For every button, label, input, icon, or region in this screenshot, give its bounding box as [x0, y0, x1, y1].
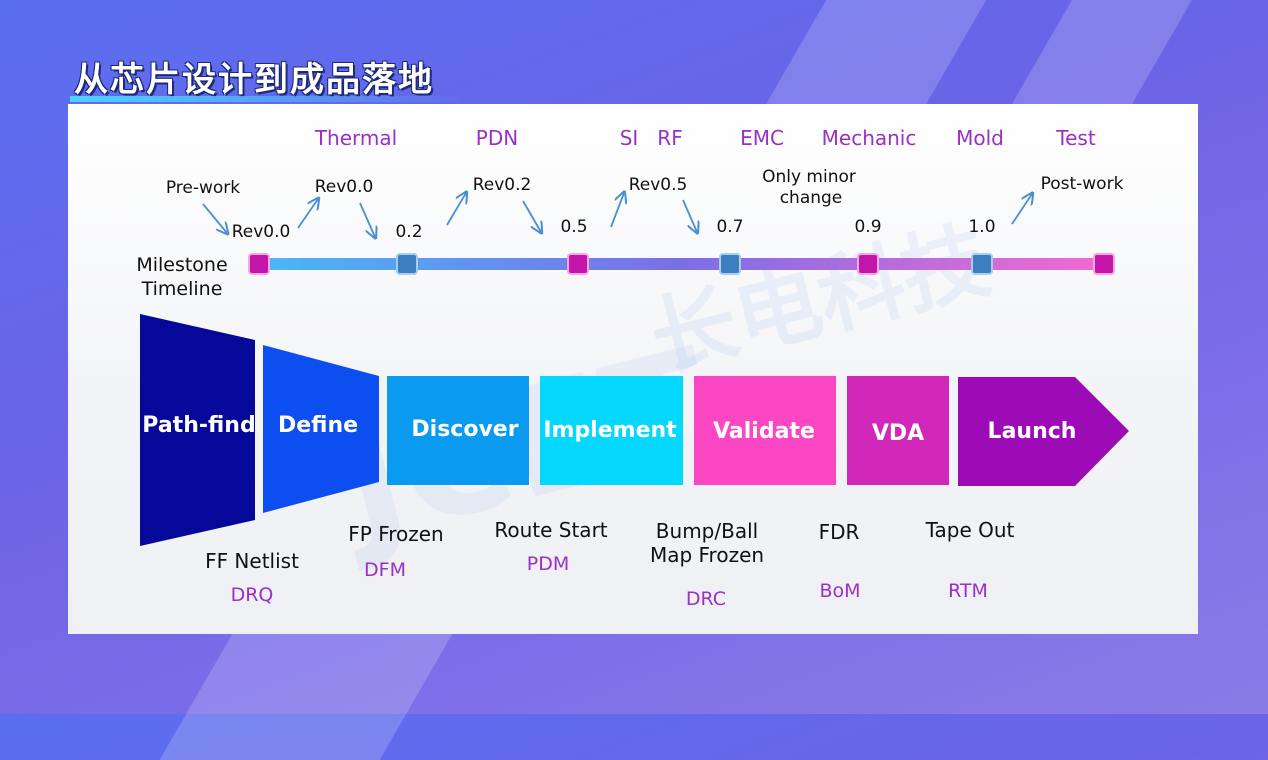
phase-path-find-label: Path-find [142, 413, 255, 438]
gate-ff-netlist: FF Netlist [205, 549, 299, 573]
milestone-marker [396, 253, 418, 275]
arrow-down-icon [522, 200, 541, 232]
top-label-rf: RF [657, 126, 682, 150]
top-label-mold: Mold [956, 126, 1004, 150]
milestone-label-0-9: 0.9 [854, 217, 881, 237]
transition-only-minor: Only minor [762, 167, 856, 187]
phase-vda-shape [847, 376, 949, 485]
arrow-up-icon [446, 193, 466, 226]
milestone-label-0-5: 0.5 [560, 217, 587, 237]
phase-launch-label: Launch [988, 419, 1077, 444]
top-label-thermal: Thermal [314, 126, 397, 150]
phase-implement-shape [540, 376, 683, 485]
title-underline [70, 96, 470, 102]
milestone-label-rev0-0: Rev0.0 [232, 222, 291, 242]
phase-vda-label: VDA [872, 421, 924, 446]
arrow-down-icon [682, 199, 697, 232]
timeline-label-line1: Milestone [136, 254, 227, 276]
gate-code-drq: DRQ [231, 584, 274, 606]
phase-launch-shape [958, 377, 1129, 486]
gate-fp-frozen: FP Frozen [348, 522, 443, 546]
transition-rev0-5: Rev0.5 [629, 175, 688, 195]
milestone-markers [248, 253, 1115, 275]
milestone-marker [248, 253, 270, 275]
top-label-si: SI [620, 126, 639, 150]
arrow-up-icon [297, 199, 318, 229]
page-title: 从芯片设计到成品落地 [74, 60, 434, 100]
top-label-mechanic: Mechanic [822, 126, 917, 150]
top-label-test: Test [1055, 126, 1096, 150]
gate-route-start: Route Start [494, 518, 607, 542]
milestone-marker [857, 253, 879, 275]
transition-change: change [780, 188, 843, 208]
timeline-label-line2: Timeline [141, 278, 223, 300]
phase-validate-shape [694, 376, 836, 485]
timeline-bar [258, 258, 1104, 270]
arrow-up-icon [1011, 194, 1032, 225]
phase-path-find-shape [140, 314, 255, 546]
transition-rev0-2: Rev0.2 [473, 175, 532, 195]
phase-implement-label: Implement [543, 418, 677, 443]
gate-code-rtm: RTM [948, 580, 988, 602]
watermark-logo: 长电科技 [641, 210, 999, 390]
phase-define-shape [263, 345, 379, 513]
milestone-marker [971, 253, 993, 275]
milestone-marker [567, 253, 589, 275]
gate-map-frozen: Map Frozen [650, 543, 764, 567]
top-label-emc: EMC [740, 126, 784, 150]
gate-code-dfm: DFM [364, 559, 406, 581]
milestone-label-1-0: 1.0 [968, 217, 995, 237]
gate-code-drc: DRC [686, 588, 726, 610]
arrow-down-icon [359, 202, 375, 237]
milestone-label-0-7: 0.7 [716, 217, 743, 237]
content-panel [68, 104, 1198, 634]
phase-validate-label: Validate [713, 419, 815, 444]
phase-define-label: Define [278, 413, 358, 438]
milestone-marker [1093, 253, 1115, 275]
transition-post-work: Post-work [1041, 174, 1124, 194]
phase-discover-shape [387, 376, 529, 485]
milestone-marker [719, 253, 741, 275]
milestone-label-0-2: 0.2 [395, 222, 422, 242]
transition-rev0-0: Rev0.0 [315, 177, 374, 197]
phase-discover-label: Discover [411, 417, 518, 442]
top-label-pdn: PDN [476, 126, 518, 150]
arrow-down-icon [202, 203, 227, 233]
flow-diagram: JCET 长电科技 Thermal PDN SI RF EMC Mechanic… [136, 126, 1129, 610]
arrow-up-icon [610, 193, 624, 228]
gate-code-pdm: PDM [527, 553, 569, 575]
gate-tape-out: Tape Out [925, 518, 1015, 542]
gate-code-bom: BoM [819, 580, 860, 602]
gate-bump-ball: Bump/Ball [656, 519, 758, 543]
gate-fdr: FDR [819, 520, 860, 544]
transition-pre-work: Pre-work [166, 178, 240, 198]
